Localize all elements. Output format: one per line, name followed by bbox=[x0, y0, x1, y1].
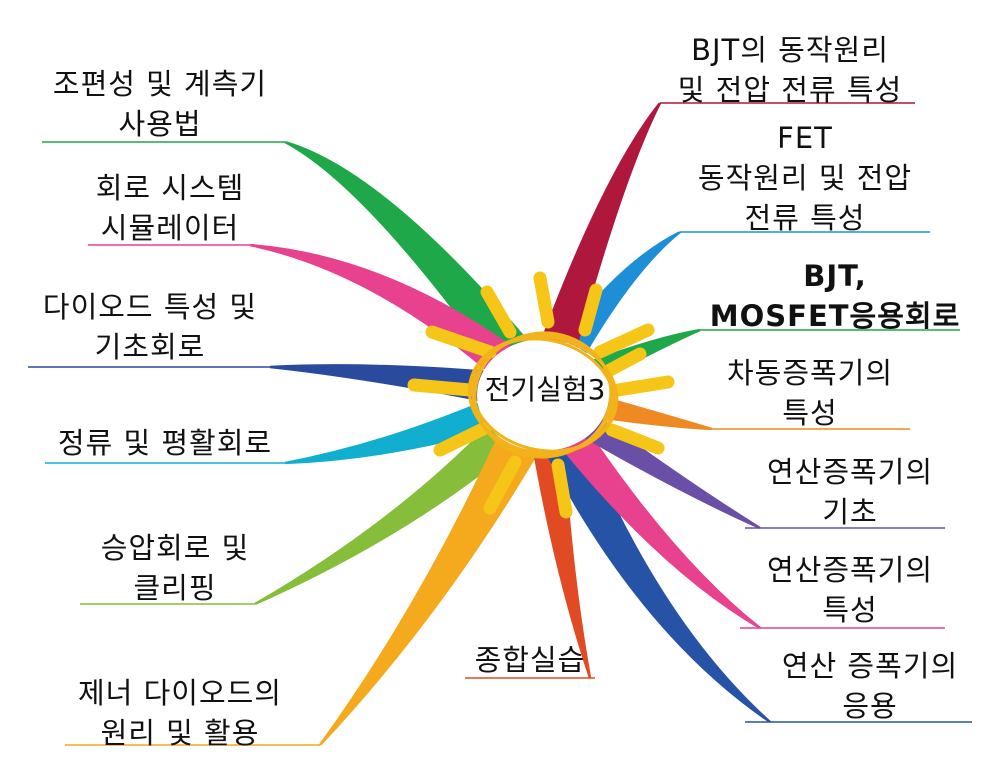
branch-ribbon-b14 bbox=[530, 102, 662, 384]
branch-label-bjt: BJT의 동작원리 및 전압 전류 특성 bbox=[677, 33, 903, 107]
sun-ray bbox=[480, 285, 517, 339]
branch-label-zener: 제너 다이오드의 원리 및 활용 bbox=[78, 676, 282, 750]
branch-label-opamp-app: 연산 증폭기의 응용 bbox=[781, 649, 959, 723]
branch-label-opamp-char: 연산증폭기의 특성 bbox=[766, 553, 934, 627]
sun-ray bbox=[407, 378, 477, 397]
branch-ribbon-b9 bbox=[541, 398, 761, 629]
sun-ray bbox=[578, 283, 603, 337]
branch-ribbon-b3 bbox=[269, 364, 525, 410]
sun-ray bbox=[533, 271, 555, 329]
branch-label-boost: 승압회로 및 클리핑 bbox=[100, 531, 250, 605]
center-disk bbox=[477, 339, 609, 451]
sun-ray bbox=[605, 423, 665, 455]
branch-ribbon-b5 bbox=[254, 392, 541, 605]
sun-ray bbox=[425, 325, 497, 359]
center-title: 전기실험3 bbox=[484, 373, 606, 406]
branch-label-diode: 다이오드 특성 및 기초회로 bbox=[42, 290, 258, 364]
branch-label-fet: FET 동작원리 및 전압 전류 특성 bbox=[697, 121, 913, 235]
branch-label-simulator: 회로 시스템 시뮬레이터 bbox=[95, 171, 245, 245]
branch-label-setup: 조편성 및 계측기 사용법 bbox=[52, 67, 268, 141]
branch-label-diff-amp: 차동증폭기의 특성 bbox=[726, 356, 894, 430]
sun-ray bbox=[551, 458, 573, 519]
sun-ray bbox=[593, 323, 655, 359]
branch-label-opamp-basic: 연산증폭기의 기초 bbox=[766, 455, 934, 529]
center-ring-stroke bbox=[470, 337, 616, 453]
sun-ray bbox=[603, 347, 647, 377]
sun-ray bbox=[483, 455, 522, 515]
branch-label-bjt-mosfet: BJT, MOSFET응용회로 bbox=[709, 259, 961, 333]
branch-label-practice: 종합실습 bbox=[474, 643, 586, 677]
sun-ray bbox=[433, 421, 492, 457]
branch-ribbon-b7 bbox=[527, 411, 592, 679]
sun-ray bbox=[611, 375, 675, 397]
branch-label-rectifier: 정류 및 평활회로 bbox=[57, 426, 273, 460]
center-ring-stroke bbox=[467, 335, 619, 455]
